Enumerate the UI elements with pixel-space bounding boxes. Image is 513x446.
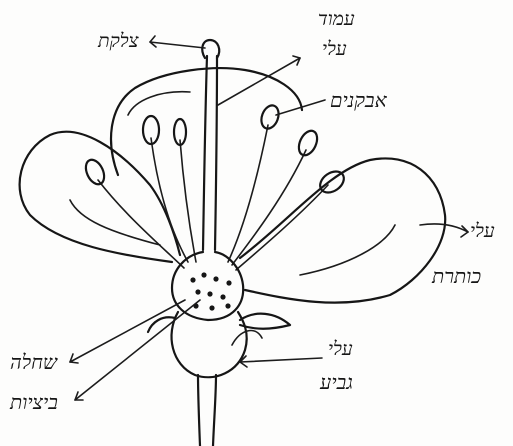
ovule-dot	[195, 289, 200, 294]
label-corolla-line1: עלי	[470, 222, 495, 241]
receptacle	[172, 312, 247, 377]
ovule-dot	[225, 303, 230, 308]
label-corolla-line2: כותרת	[432, 266, 481, 286]
label-sepals-line1: עלי	[328, 340, 353, 359]
label-ovary: שחלה	[10, 352, 57, 372]
stem	[198, 375, 216, 446]
anther	[82, 157, 107, 187]
pointer-corolla-head	[461, 226, 468, 237]
ovule-dot	[207, 291, 212, 296]
petal-left-vein	[70, 200, 160, 245]
pointer-style	[218, 58, 300, 105]
sepal	[240, 314, 290, 329]
ovule-dot	[209, 305, 214, 310]
label-ovules: ביציות	[10, 392, 58, 412]
pointer-sepals	[240, 358, 322, 362]
petal-back-vein	[128, 92, 190, 115]
label-style-line2: עלי	[322, 40, 347, 59]
ovule-dot	[213, 276, 218, 281]
style-stalk	[203, 56, 217, 250]
label-anthers: אבקנים	[330, 90, 387, 110]
pointer-stigma-head	[150, 36, 156, 47]
ovary-chamber	[172, 252, 243, 320]
anther	[258, 103, 281, 131]
label-sepals-line2: גביע	[320, 372, 353, 392]
petal-right-vein	[300, 225, 395, 275]
pointer-ovary	[70, 300, 185, 362]
stamen-filament	[236, 185, 328, 270]
pointer-stigma	[150, 42, 205, 48]
ovule-dot	[201, 272, 206, 277]
stamen-filament	[232, 150, 306, 265]
ovule-dot	[226, 280, 231, 285]
ovule-dot	[220, 294, 225, 299]
anther	[295, 128, 320, 158]
label-stigma: צלקת	[98, 32, 139, 51]
ovule-dot	[190, 277, 195, 282]
stamen-filament	[180, 140, 196, 262]
label-style-line1: עמוד	[318, 10, 355, 29]
